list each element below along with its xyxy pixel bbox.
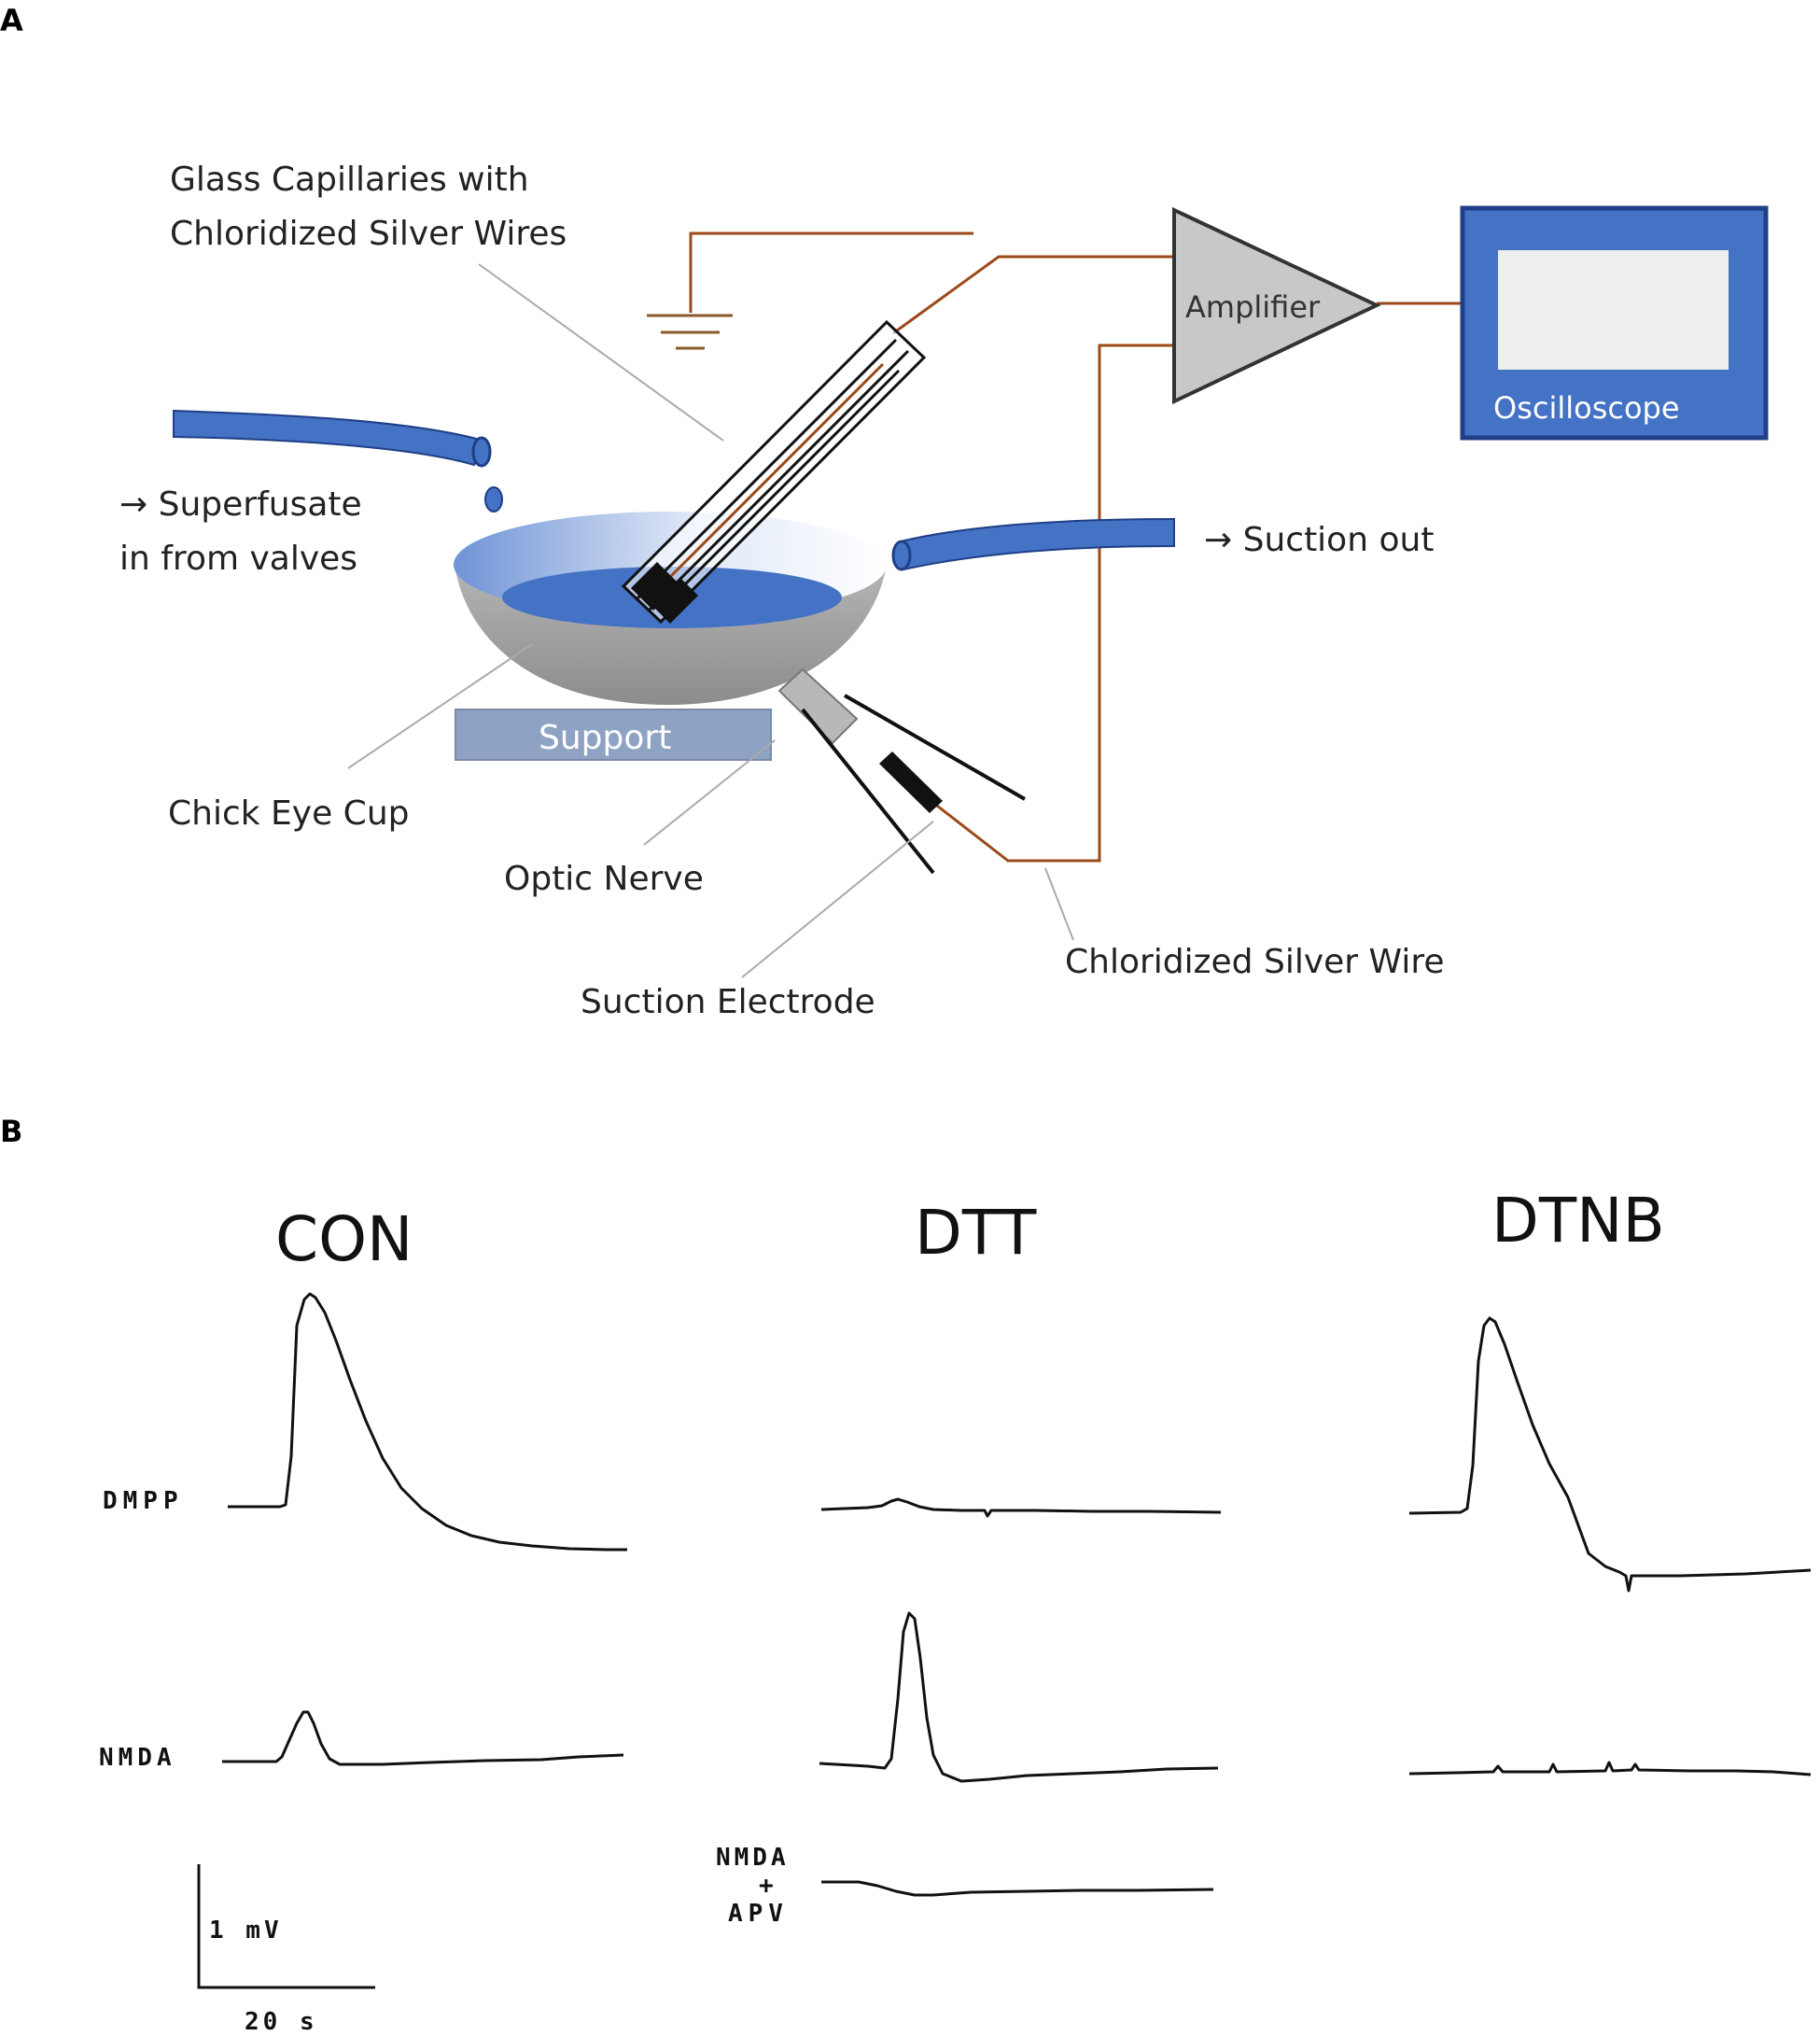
suction-out-tube-end <box>891 540 912 571</box>
trace-dtnb-nmda <box>1408 1761 1812 1776</box>
glass-capillaries <box>621 319 927 625</box>
suction-electrode <box>801 694 1026 875</box>
condition-con: CON <box>275 1203 413 1275</box>
chick-eye-cup-label: Chick Eye Cup <box>168 794 410 833</box>
support <box>455 709 772 761</box>
superfusate-drop-1 <box>484 486 503 513</box>
row-label-nmda-apv-2: + <box>759 1872 774 1900</box>
row-label-nmda: NMDA <box>99 1744 176 1772</box>
amplifier <box>1172 206 1381 405</box>
trace-dtt-dmpp <box>820 1497 1222 1518</box>
glass-capillaries-label-2: Chloridized Silver Wires <box>170 215 567 253</box>
trace-dtt-nmda-apv <box>821 1880 1214 1897</box>
panel-a-letter: A <box>0 3 23 38</box>
ground-symbol <box>647 232 973 350</box>
superfusate-label-2: in from valves <box>119 540 357 578</box>
optic-nerve <box>777 667 859 745</box>
oscilloscope-screen <box>1498 250 1729 370</box>
superfusate-tube <box>173 409 485 467</box>
amplifier-label: Amplifier <box>1185 289 1321 325</box>
suction-electrode-wire <box>932 344 1174 863</box>
row-label-nmda-apv-1: NMDA <box>716 1844 790 1872</box>
capillary-wire <box>892 255 1174 335</box>
glass-capillaries-label-1: Glass Capillaries with <box>170 161 529 199</box>
trace-con-nmda <box>222 1710 624 1766</box>
condition-dtnb: DTNB <box>1491 1185 1665 1257</box>
chloridized-silver-wire-label: Chloridized Silver Wire <box>1065 943 1445 981</box>
trace-con-dmpp <box>228 1292 627 1552</box>
support-label: Support <box>539 719 671 757</box>
suction-out-label: → Suction out <box>1204 521 1434 559</box>
trace-dtt-nmda <box>819 1611 1219 1783</box>
condition-dtt: DTT <box>915 1197 1037 1269</box>
scale-bar-time: 20 s <box>245 2008 318 2036</box>
leader-lines <box>347 263 1074 978</box>
superfusate-tube-end <box>471 436 492 468</box>
suction-electrode-label: Suction Electrode <box>581 983 875 1021</box>
suction-out-tube <box>899 517 1175 571</box>
row-label-dmpp: DMPP <box>103 1487 184 1515</box>
optic-nerve-label: Optic Nerve <box>504 860 704 898</box>
row-label-nmda-apv-3: APV <box>728 1900 789 1928</box>
trace-dtnb-dmpp <box>1408 1316 1812 1593</box>
superfusate-label-1: → Superfusate <box>119 485 362 524</box>
panel-b-letter: B <box>0 1114 22 1149</box>
scale-bar <box>197 1864 375 1989</box>
oscilloscope-label: Oscilloscope <box>1493 390 1680 426</box>
scale-bar-voltage: 1 mV <box>209 1917 283 1945</box>
suction-electrode-wire-tip <box>879 751 943 813</box>
